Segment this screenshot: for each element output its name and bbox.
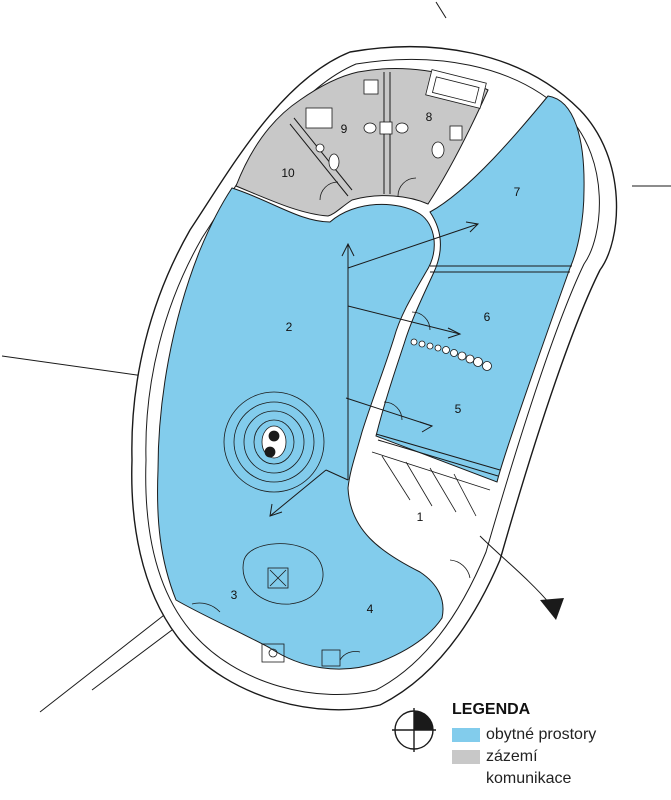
bead-row xyxy=(410,338,492,371)
service-zone xyxy=(235,68,489,217)
legend-swatch-living xyxy=(452,728,480,742)
room-label-9: 9 xyxy=(341,122,348,136)
north-compass-icon xyxy=(392,708,436,752)
living-zone-east xyxy=(375,95,585,483)
circulation-arrows xyxy=(269,221,551,605)
kitchen-unit xyxy=(261,643,341,667)
legend-label-service: zázemí xyxy=(486,748,538,765)
legend-label-living: obytné prostory xyxy=(486,726,597,743)
living-zone xyxy=(157,187,444,670)
room-label-8: 8 xyxy=(426,110,433,124)
legend-title: LEGENDA xyxy=(452,701,531,718)
fireplace xyxy=(223,391,325,493)
entrance-arrow-icon xyxy=(540,598,564,620)
bathroom-fixtures xyxy=(305,69,487,171)
room-label-1: 1 xyxy=(417,510,424,524)
legend-label-circulation: komunikace xyxy=(486,770,572,787)
room-label-4: 4 xyxy=(367,602,374,616)
room-label-5: 5 xyxy=(455,402,462,416)
legend-item-living: obytné prostory xyxy=(452,726,596,744)
legend: LEGENDA obytné prostory zázemí komunikac… xyxy=(390,700,660,796)
room-label-2: 2 xyxy=(286,320,293,334)
entrance-stair xyxy=(371,451,491,517)
room-label-6: 6 xyxy=(484,310,491,324)
room-label-7: 7 xyxy=(514,185,521,199)
legend-swatch-service xyxy=(452,750,480,764)
room-label-3: 3 xyxy=(231,588,238,602)
dining-table xyxy=(242,543,324,605)
legend-item-service: zázemí xyxy=(452,748,538,766)
door-swings xyxy=(191,177,471,661)
outer-wall-inner-line xyxy=(145,58,600,696)
room-label-10: 10 xyxy=(281,166,295,180)
